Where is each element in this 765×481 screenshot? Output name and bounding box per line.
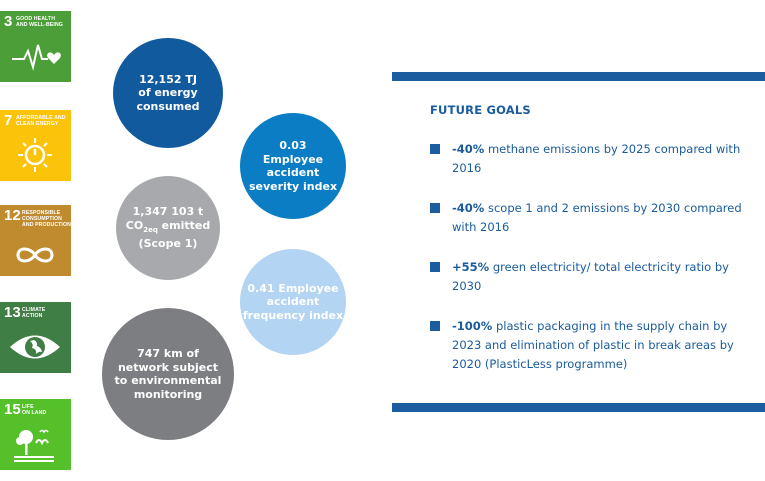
sdg-number: 7	[4, 112, 13, 129]
tree-birds-icon	[14, 429, 54, 462]
frequency-value: 0.41 Employee	[247, 281, 339, 295]
sdg-number: 3	[4, 13, 13, 30]
bullet-square-icon	[430, 321, 440, 331]
frequency-index-bubble: 0.41 Employee accident frequency index	[240, 249, 346, 355]
severity-index-bubble: 0.03 Employee accident severity index	[240, 113, 346, 219]
infinity-loop-icon	[16, 247, 54, 263]
bullet-square-icon	[430, 144, 440, 154]
sdg-number: 12	[4, 207, 21, 224]
future-goals-title: FUTURE GOALS	[430, 103, 531, 117]
sun-power-icon	[18, 138, 52, 172]
network-monitoring-bubble: 747 km of network subject to environment…	[102, 308, 234, 440]
sdg-number: 13	[4, 304, 21, 321]
energy-value: 12,152 TJ	[139, 72, 197, 86]
severity-value: 0.03	[279, 139, 307, 152]
network-value: 747 km of	[137, 347, 199, 360]
eye-globe-icon	[10, 335, 60, 359]
heartbeat-icon	[12, 44, 61, 71]
co2-emitted-bubble: 1,347 103 t CO2eq emitted (Scope 1)	[116, 176, 220, 280]
bullet-square-icon	[430, 203, 440, 213]
sdg-number: 15	[4, 401, 21, 418]
top-divider-bar	[392, 72, 765, 81]
co2-value: 1,347 103 t	[132, 205, 204, 219]
energy-consumed-bubble: 12,152 TJ of energy consumed	[113, 38, 223, 148]
bullet-square-icon	[430, 262, 440, 272]
bottom-divider-bar	[392, 403, 765, 412]
